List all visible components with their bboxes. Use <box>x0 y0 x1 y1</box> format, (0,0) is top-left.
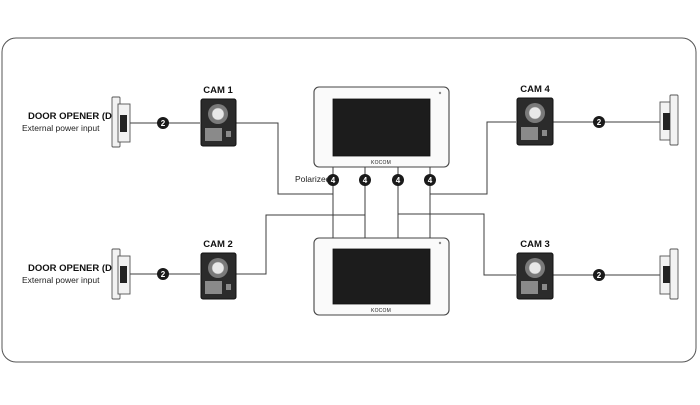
diagram-frame <box>1 37 697 363</box>
door-opener-title-top: DOOR OPENER (DC) <box>28 111 122 122</box>
door-opener-icon-top-left <box>111 96 131 148</box>
wire-badge-door-cam4: 2 <box>593 116 605 128</box>
door-opener-title-bottom: DOOR OPENER (DC) <box>28 263 122 274</box>
svg-text:2: 2 <box>161 119 166 128</box>
wire-cam2-bus <box>236 214 366 275</box>
cam4-device <box>516 97 554 146</box>
svg-text:2: 2 <box>597 271 602 280</box>
wire-badge-door-cam1: 2 <box>157 117 169 129</box>
wire-cam3-bus <box>397 213 516 276</box>
cam1-label: CAM 1 <box>203 85 233 96</box>
wire-badge-bus-2: 4 <box>359 174 371 186</box>
wire-badge-door-cam3: 2 <box>593 269 605 281</box>
cam2-label: CAM 2 <box>203 239 233 250</box>
monitor-top: KOCOM <box>313 86 450 168</box>
cam2-device <box>200 252 237 300</box>
svg-text:4: 4 <box>363 176 368 185</box>
door-opener-subtitle-bottom: External power input <box>22 275 100 285</box>
wire-badge-bus-4: 4 <box>424 174 436 186</box>
monitor-bottom: KOCOM <box>313 237 450 316</box>
svg-text:4: 4 <box>428 176 433 185</box>
door-opener-icon-bottom-left <box>111 248 131 300</box>
wire-cam1-bus <box>236 122 334 238</box>
cam3-device <box>516 252 554 300</box>
wire-badge-door-cam2: 2 <box>157 268 169 280</box>
cam3-label: CAM 3 <box>520 239 550 250</box>
svg-text:4: 4 <box>396 176 401 185</box>
polarized-label: Polarized <box>295 174 331 184</box>
door-opener-icon-top-right <box>659 94 679 146</box>
door-opener-subtitle-top: External power input <box>22 123 100 133</box>
wire-badge-bus-3: 4 <box>392 174 404 186</box>
wire-cam4-bus <box>429 121 516 238</box>
svg-text:4: 4 <box>331 176 336 185</box>
door-opener-icon-bottom-right <box>659 248 679 300</box>
wire-badge-bus-1: 4 <box>327 174 339 186</box>
svg-text:2: 2 <box>597 118 602 127</box>
svg-text:2: 2 <box>161 270 166 279</box>
cam4-label: CAM 4 <box>520 84 550 95</box>
cam1-device <box>200 98 237 147</box>
monitor-bottom-logo: KOCOM <box>371 308 391 314</box>
monitor-top-logo: KOCOM <box>371 160 391 166</box>
